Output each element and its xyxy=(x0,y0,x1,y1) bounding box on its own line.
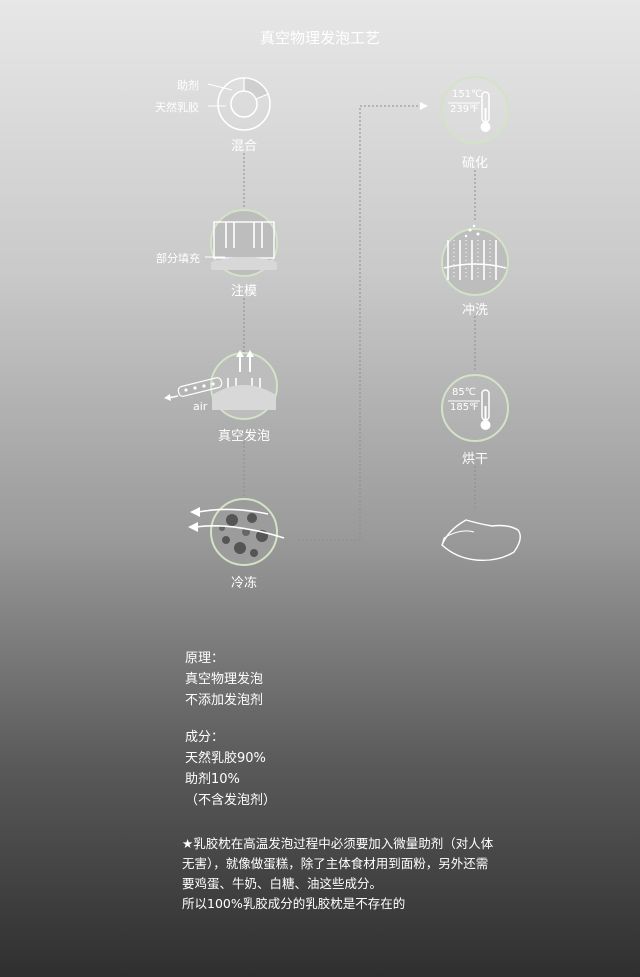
note-line: ★乳胶枕在高温发泡过程中必须要加入微量助剂（对人体 xyxy=(182,836,494,851)
page-title: 真空物理发泡工艺 xyxy=(259,29,380,47)
dry-temp-f: 185℉ xyxy=(450,402,479,413)
composition-line: （不含发泡剂） xyxy=(185,793,277,808)
principle-section: 原理： 真空物理发泡 不添加发泡剂 xyxy=(185,648,263,711)
note-line: 要鸡蛋、牛奶、白糖、油这些成分。 xyxy=(182,876,383,891)
dry-label: 烘干 xyxy=(461,452,488,467)
note-line: 无害），就像做蛋糕，除了主体食材用到面粉，另外还需 xyxy=(182,856,489,871)
composition-section: 成分： 天然乳胶90% 助剂10% （不含发泡剂） xyxy=(185,727,276,811)
composition-line: 天然乳胶90% xyxy=(185,751,266,766)
note-section: ★乳胶枕在高温发泡过程中必须要加入微量助剂（对人体 无害），就像做蛋糕，除了主体… xyxy=(182,834,542,914)
dry-temp-c: 85℃ xyxy=(452,387,476,398)
vulcanize-label: 硫化 xyxy=(461,156,488,171)
principle-line: 不添加发泡剂 xyxy=(185,693,264,708)
vulcanize-temp-f: 239℉ xyxy=(450,104,479,115)
mold-icon xyxy=(205,209,278,277)
mold-label: 注模 xyxy=(230,284,257,299)
composition-heading: 成分： xyxy=(185,730,225,745)
vulcanize-temp-c: 151℃ xyxy=(452,89,483,100)
wash-label: 冲洗 xyxy=(461,303,488,318)
freeze-label: 冷冻 xyxy=(230,576,257,591)
note-line: 所以100%乳胶成分的乳胶枕是不存在的 xyxy=(182,896,406,911)
mix-donut-icon xyxy=(207,77,271,131)
pillow-icon xyxy=(441,519,521,562)
principle-line: 真空物理发泡 xyxy=(185,672,264,687)
mold-partial-fill-label: 部分填充 xyxy=(156,252,200,265)
dry-thermometer-icon xyxy=(441,374,509,442)
connector-line xyxy=(298,105,422,541)
foam-label: 真空发泡 xyxy=(217,429,270,444)
wash-icon xyxy=(441,224,509,296)
vulcanize-thermometer-icon xyxy=(441,76,509,144)
composition-line: 助剂10% xyxy=(185,772,240,787)
foam-icon xyxy=(164,350,278,420)
freeze-icon xyxy=(188,498,285,566)
foam-air-label: air xyxy=(193,400,208,413)
mix-label: 混合 xyxy=(230,139,257,154)
mix-latex-label: 天然乳胶 xyxy=(155,101,199,114)
arrowhead-icon xyxy=(420,102,428,110)
principle-heading: 原理： xyxy=(185,651,225,666)
mix-additive-label: 助剂 xyxy=(177,79,199,92)
